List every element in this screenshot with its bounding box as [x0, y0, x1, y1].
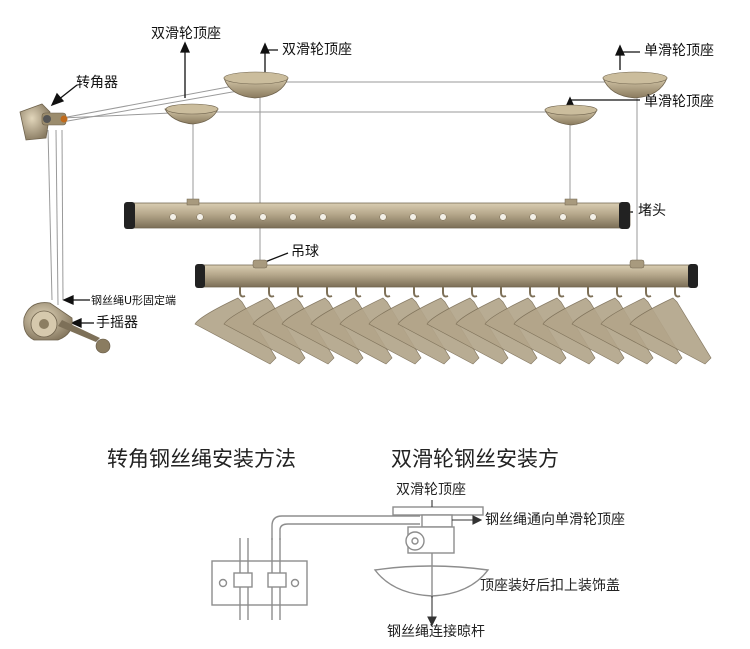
hanger: [455, 287, 538, 365]
label-corner-device: 转角器: [76, 75, 118, 91]
label-single-pulley-second: 单滑轮顶座: [644, 94, 714, 110]
label-pulley-seat: 双滑轮顶座: [396, 482, 466, 498]
single-pulley-seat-second: [544, 104, 598, 126]
double-pulley-seat-small: [164, 103, 219, 125]
label-double-pulley-right: 双滑轮顶座: [282, 42, 352, 58]
label-end-cap: 堵头: [638, 203, 666, 219]
pulley-seat-schematic: [373, 506, 490, 598]
hanger: [281, 287, 364, 365]
label-cover-note: 顶座装好后扣上装饰盖: [480, 578, 620, 594]
label-wire-u-fixed-end: 钢丝绳U形固定端: [91, 294, 177, 307]
hanger: [426, 287, 509, 365]
label-hand-crank: 手摇器: [96, 315, 138, 331]
single-pulley-seat-top: [602, 71, 668, 99]
hanger: [194, 287, 277, 365]
hanger: [252, 287, 335, 365]
label-wire-to-pole: 钢丝绳连接晾杆: [387, 624, 485, 640]
ceiling-wires: [47, 81, 638, 306]
hanger-row: [194, 287, 712, 365]
hanger: [223, 287, 306, 365]
hanger: [368, 287, 451, 365]
hanger: [629, 287, 712, 365]
hanger: [542, 287, 625, 365]
hanger: [600, 287, 683, 365]
hand-crank: [23, 302, 111, 354]
label-wire-to-single-pulley: 钢丝绳通向单滑轮顶座: [485, 512, 625, 528]
corner-device: [19, 103, 68, 141]
hanger: [484, 287, 567, 365]
title-corner-wire-method: 转角钢丝绳安装方法: [107, 447, 296, 471]
hanger: [339, 287, 422, 365]
label-single-pulley-top: 单滑轮顶座: [644, 43, 714, 59]
hanger: [397, 287, 480, 365]
hanger: [310, 287, 393, 365]
upper-drying-pole: [124, 198, 631, 229]
title-double-pulley-method: 双滑轮钢丝安装方: [391, 447, 559, 471]
label-double-pulley-left: 双滑轮顶座: [151, 26, 221, 42]
corner-wire-schematic: [211, 515, 420, 620]
hanger: [513, 287, 596, 365]
pulley-schematic-arrows: [427, 500, 483, 627]
label-hanging-ball: 吊球: [291, 244, 319, 260]
double-pulley-seat-left: [223, 71, 289, 99]
lower-drying-pole: [195, 259, 698, 288]
hanger: [571, 287, 654, 365]
